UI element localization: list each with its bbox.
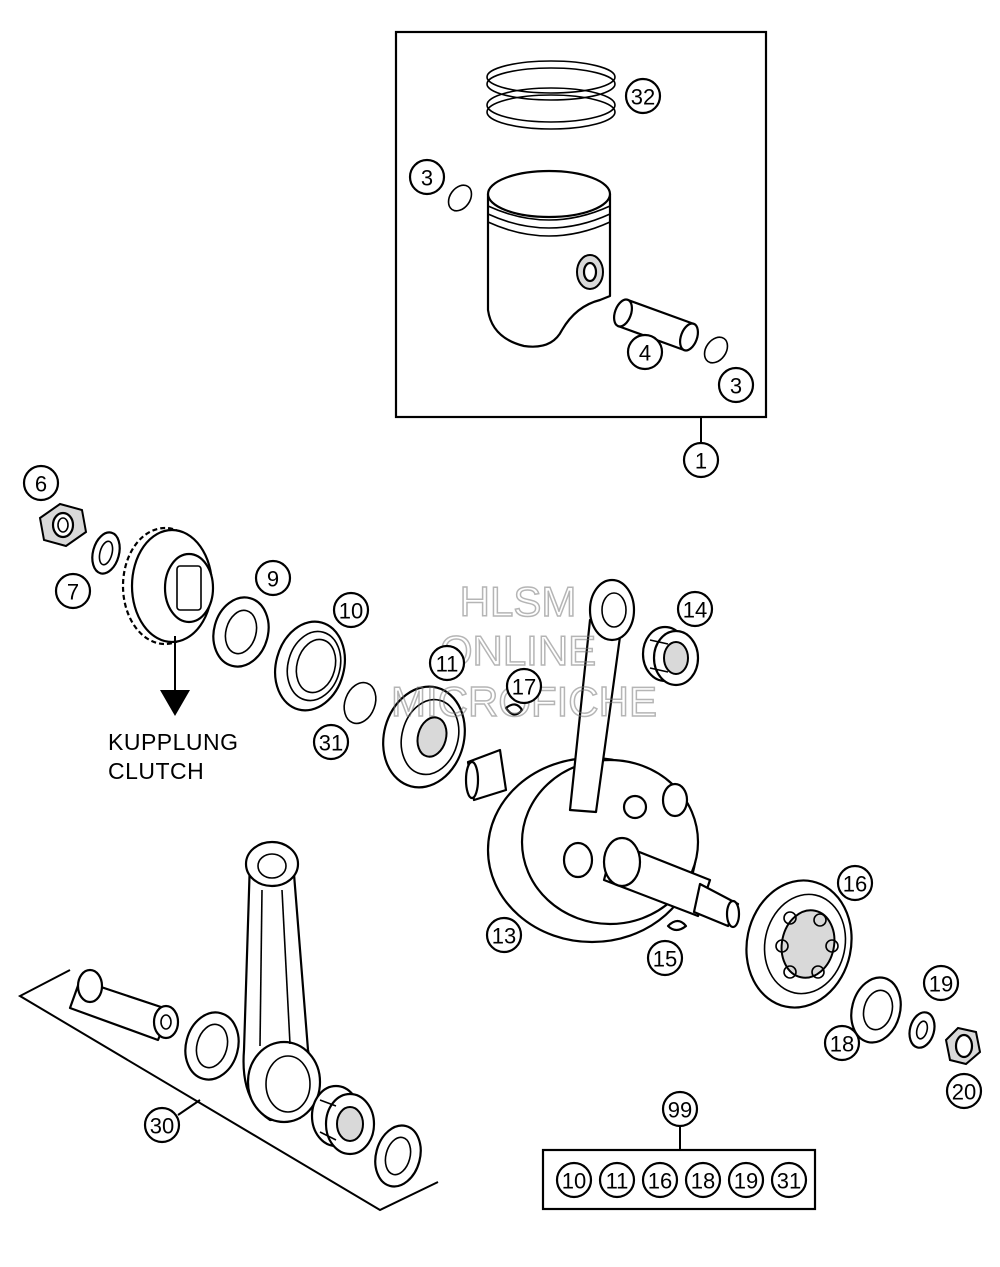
svg-text:31: 31 [319, 731, 343, 756]
bearing-kit-items: 10 11 16 18 19 31 [555, 1161, 808, 1199]
crankshaft [464, 748, 741, 944]
crank-pin [68, 968, 180, 1042]
svg-text:6: 6 [35, 472, 47, 497]
circlip-left [447, 184, 473, 212]
label-clutch: CLUTCH [108, 758, 204, 784]
kit-item-label: 16 [648, 1169, 672, 1194]
callout-30: 30 [143, 1106, 181, 1144]
callout-6: 6 [22, 464, 60, 502]
svg-text:13: 13 [492, 924, 516, 949]
watermark-line1: HLSM [460, 578, 577, 625]
callout-18: 18 [823, 1024, 861, 1062]
svg-text:4: 4 [639, 341, 651, 366]
connecting-rod-installed [568, 578, 636, 814]
svg-text:11: 11 [436, 652, 459, 677]
nut-right [944, 1026, 982, 1066]
kit-item-callout-18: 18 [684, 1161, 722, 1199]
label-kupplung: KUPPLUNG [108, 729, 239, 755]
nut [38, 502, 88, 548]
thrust-washer-left [184, 1011, 240, 1081]
lock-washer [91, 531, 121, 575]
svg-text:3: 3 [730, 374, 742, 399]
shaft-seal [274, 620, 346, 712]
svg-text:9: 9 [267, 567, 279, 592]
conrod-kit-bracket [17, 969, 439, 1212]
kit-item-label: 19 [734, 1169, 758, 1194]
kit-item-callout-31: 31 [770, 1161, 808, 1199]
arrow-to-clutch [160, 636, 190, 716]
callout-10: 10 [332, 591, 370, 629]
callout-19: 19 [922, 964, 960, 1002]
piston-kit-frame [394, 30, 768, 442]
watermark-line2: ONLINE [440, 627, 596, 674]
spacer-ring-right [850, 976, 902, 1044]
svg-text:16: 16 [843, 872, 867, 897]
thrust-washer-right [374, 1124, 422, 1188]
main-bearing-right [745, 879, 853, 1009]
spacer-ring [212, 596, 270, 668]
callout-3-right: 3 [717, 366, 755, 404]
bearing-kit-group [541, 1126, 817, 1211]
svg-text:18: 18 [830, 1032, 854, 1057]
woodruff-key-left [504, 703, 524, 716]
svg-text:10: 10 [339, 599, 363, 624]
svg-text:3: 3 [421, 166, 433, 191]
o-ring [343, 681, 377, 725]
callout-16: 16 [836, 864, 874, 902]
needle-bearing-big [310, 1084, 376, 1156]
svg-text:19: 19 [929, 972, 953, 997]
primary-gear [121, 526, 215, 646]
kit-item-label: 18 [691, 1169, 715, 1194]
svg-text:7: 7 [67, 580, 79, 605]
callout-11: 11 [428, 644, 466, 682]
svg-text:17: 17 [512, 675, 536, 700]
piston-rings [486, 60, 616, 130]
lock-washer-right [908, 1011, 936, 1049]
svg-text:14: 14 [683, 598, 707, 623]
kit-item-callout-19: 19 [727, 1161, 765, 1199]
connecting-rod [242, 840, 322, 1124]
svg-text:30: 30 [150, 1114, 174, 1139]
piston [486, 169, 612, 348]
main-bearing-left [382, 685, 466, 789]
piston-pin [612, 298, 700, 352]
svg-text:20: 20 [952, 1080, 976, 1105]
callout-32: 32 [624, 77, 662, 115]
kit-item-callout-16: 16 [641, 1161, 679, 1199]
svg-text:15: 15 [653, 947, 677, 972]
callout-15: 15 [646, 939, 684, 977]
callout-17: 17 [505, 667, 543, 705]
kit-item-callout-10: 10 [555, 1161, 593, 1199]
svg-text:99: 99 [668, 1098, 692, 1123]
kit-item-callout-11: 11 [598, 1161, 636, 1199]
circlip-right [703, 336, 729, 364]
callout-31: 31 [312, 723, 350, 761]
callout-4: 4 [626, 333, 664, 371]
woodruff-key-right [666, 919, 688, 932]
callout-99: 99 [661, 1090, 699, 1128]
svg-text:32: 32 [631, 85, 655, 110]
kit-item-label: 10 [562, 1169, 586, 1194]
callout-9: 9 [254, 559, 292, 597]
callout-20: 20 [945, 1072, 983, 1110]
callout-7: 7 [54, 572, 92, 610]
callout-1: 1 [682, 441, 720, 479]
callout-3-left: 3 [408, 158, 446, 196]
callout-13: 13 [485, 916, 523, 954]
kit-item-label: 11 [606, 1169, 629, 1194]
callout-14: 14 [676, 590, 714, 628]
needle-bearing-small [641, 625, 700, 687]
kit-item-label: 31 [777, 1169, 801, 1194]
svg-text:1: 1 [695, 449, 707, 474]
